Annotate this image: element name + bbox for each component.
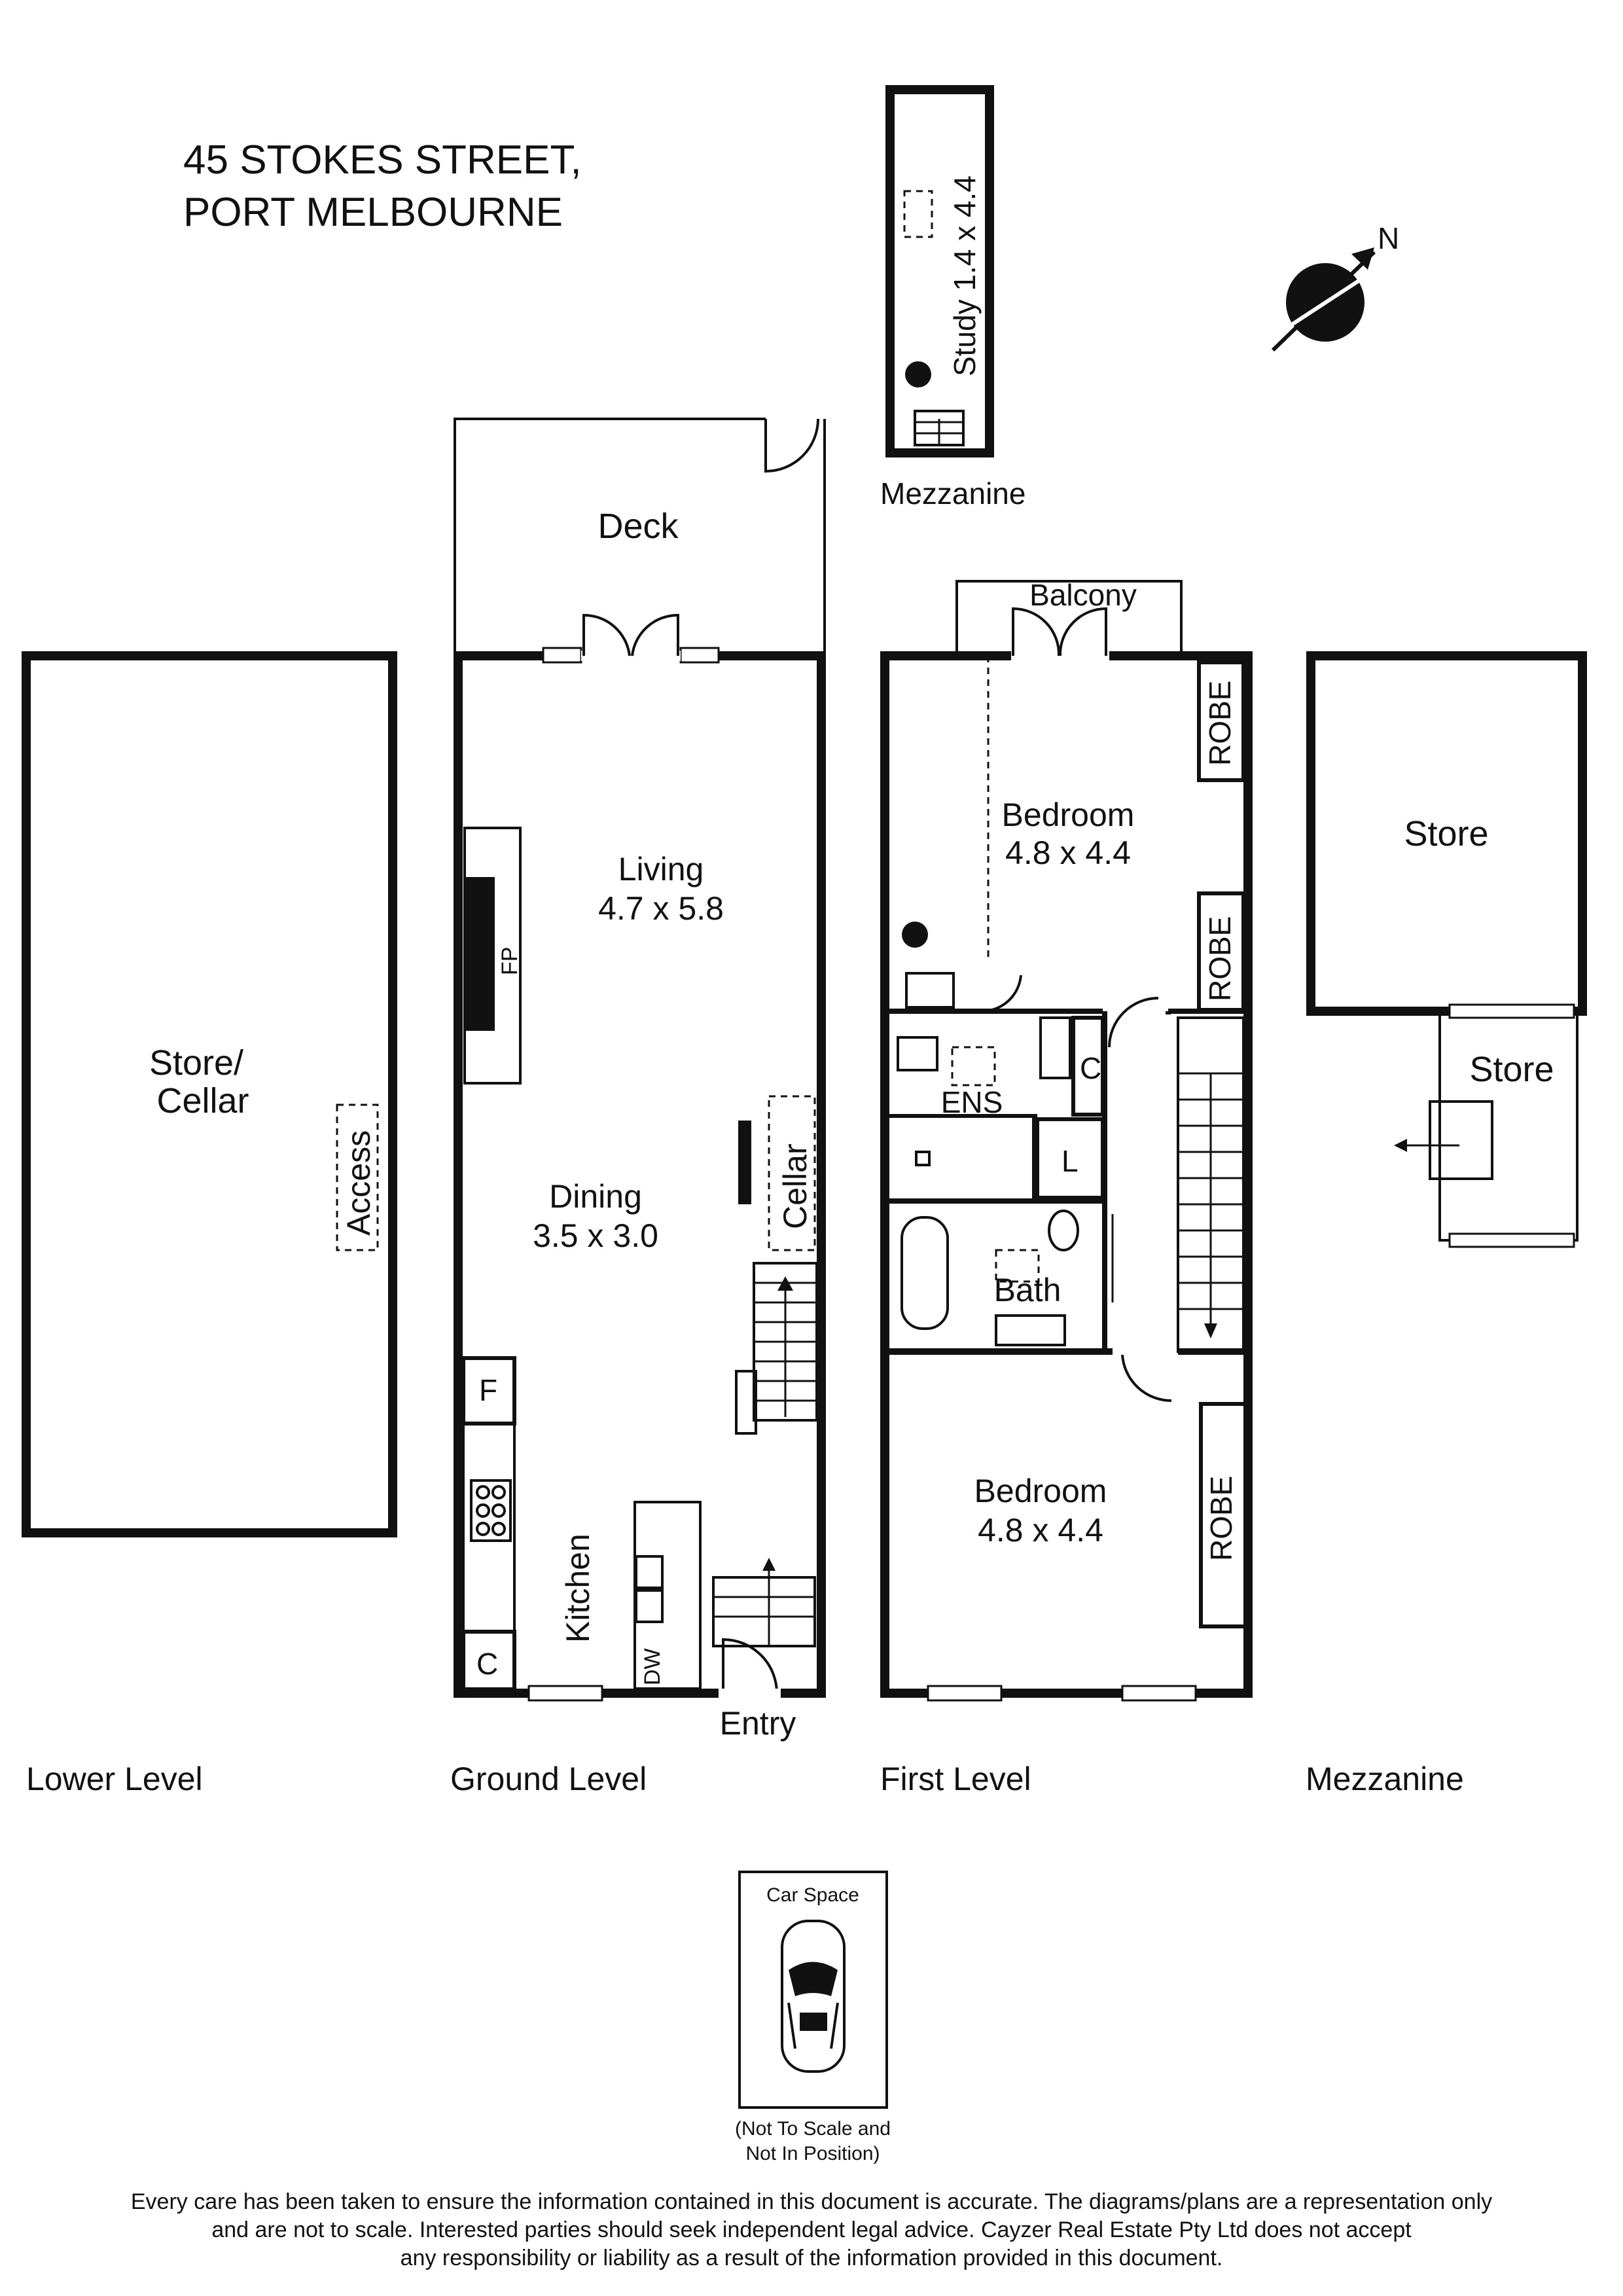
disclaimer-line-1: Every care has been taken to ensure the … <box>131 2189 1492 2214</box>
fireplace-label: FP <box>497 947 522 975</box>
north-label: N <box>1378 221 1399 255</box>
fridge-label: F <box>479 1373 497 1407</box>
address-line-1: 45 STOKES STREET, <box>183 137 582 183</box>
first-level-plan: Balcony ROBE Bedroom 4.8 x 4.4 ROBE C <box>880 578 1253 1797</box>
store-cellar-label-1: Store/ <box>149 1043 243 1083</box>
balcony-label: Balcony <box>1029 578 1137 612</box>
deck-label: Deck <box>597 507 679 546</box>
kitchen-label: Kitchen <box>560 1534 596 1643</box>
store-1-label: Store <box>1404 814 1488 853</box>
north-arrow-icon: N <box>1271 221 1399 352</box>
mezzanine-top-level-label: Mezzanine <box>880 476 1026 511</box>
car-note-line-2: Not In Position) <box>745 2143 880 2164</box>
bedroom-2-size: 4.8 x 4.4 <box>978 1512 1103 1549</box>
ground-level-label: Ground Level <box>450 1761 647 1797</box>
robe-1-label: ROBE <box>1203 681 1237 766</box>
ensuite-label: ENS <box>941 1085 1003 1119</box>
mezzanine-right-level-label: Mezzanine <box>1306 1761 1464 1797</box>
bedroom-2-name: Bedroom <box>974 1473 1107 1509</box>
store-cellar-label-2: Cellar <box>156 1081 249 1121</box>
mezzanine-right-plan: Store Store Mezzanine <box>1306 651 1587 1797</box>
dining-name: Dining <box>549 1178 642 1215</box>
disclaimer: Every care has been taken to ensure the … <box>131 2189 1492 2270</box>
car-space: Car Space (Not To Scale and Not In Posit… <box>735 1871 891 2164</box>
address-line-2: PORT MELBOURNE <box>183 190 563 235</box>
car-space-title: Car Space <box>766 1884 859 1906</box>
lower-level-label: Lower Level <box>26 1761 203 1797</box>
ground-level-plan: Deck FP Cellar Dining 3.5 x 3.0 Living 4… <box>450 418 826 1797</box>
robe-3-label: ROBE <box>1204 1476 1238 1561</box>
living-name: Living <box>618 851 704 888</box>
living-size: 4.7 x 5.8 <box>598 890 724 927</box>
dishwasher-label: DW <box>640 1648 665 1685</box>
bedroom-1-name: Bedroom <box>1002 797 1135 833</box>
bedroom-1-size: 4.8 x 4.4 <box>1005 834 1131 871</box>
first-level-label: First Level <box>880 1761 1031 1797</box>
lower-level-plan: Store/ Cellar Access Lower Level <box>22 651 397 1797</box>
mezzanine-study-plan: Study 1.4 x 4.4 Mezzanine <box>880 85 1026 511</box>
access-label: Access <box>340 1130 377 1236</box>
dining-size: 3.5 x 3.0 <box>533 1217 658 1254</box>
car-note-line-1: (Not To Scale and <box>735 2118 891 2140</box>
linen-label: L <box>1061 1144 1079 1178</box>
cellar-label: Cellar <box>777 1143 813 1229</box>
kitchen-cupboard-label: C <box>476 1647 498 1681</box>
entry-label: Entry <box>720 1705 796 1742</box>
robe-2-label: ROBE <box>1203 916 1237 1001</box>
store-2-label: Store <box>1469 1050 1554 1089</box>
first-cupboard-label: C <box>1080 1051 1101 1085</box>
disclaimer-line-3: any responsibility or liability as a res… <box>401 2246 1223 2270</box>
address-block: 45 STOKES STREET, PORT MELBOURNE <box>183 137 582 235</box>
disclaimer-line-2: and are not to scale. Interested parties… <box>211 2217 1412 2242</box>
study-label: Study 1.4 x 4.4 <box>948 175 982 376</box>
bath-label: Bath <box>994 1272 1061 1308</box>
car-icon <box>781 1920 846 2073</box>
